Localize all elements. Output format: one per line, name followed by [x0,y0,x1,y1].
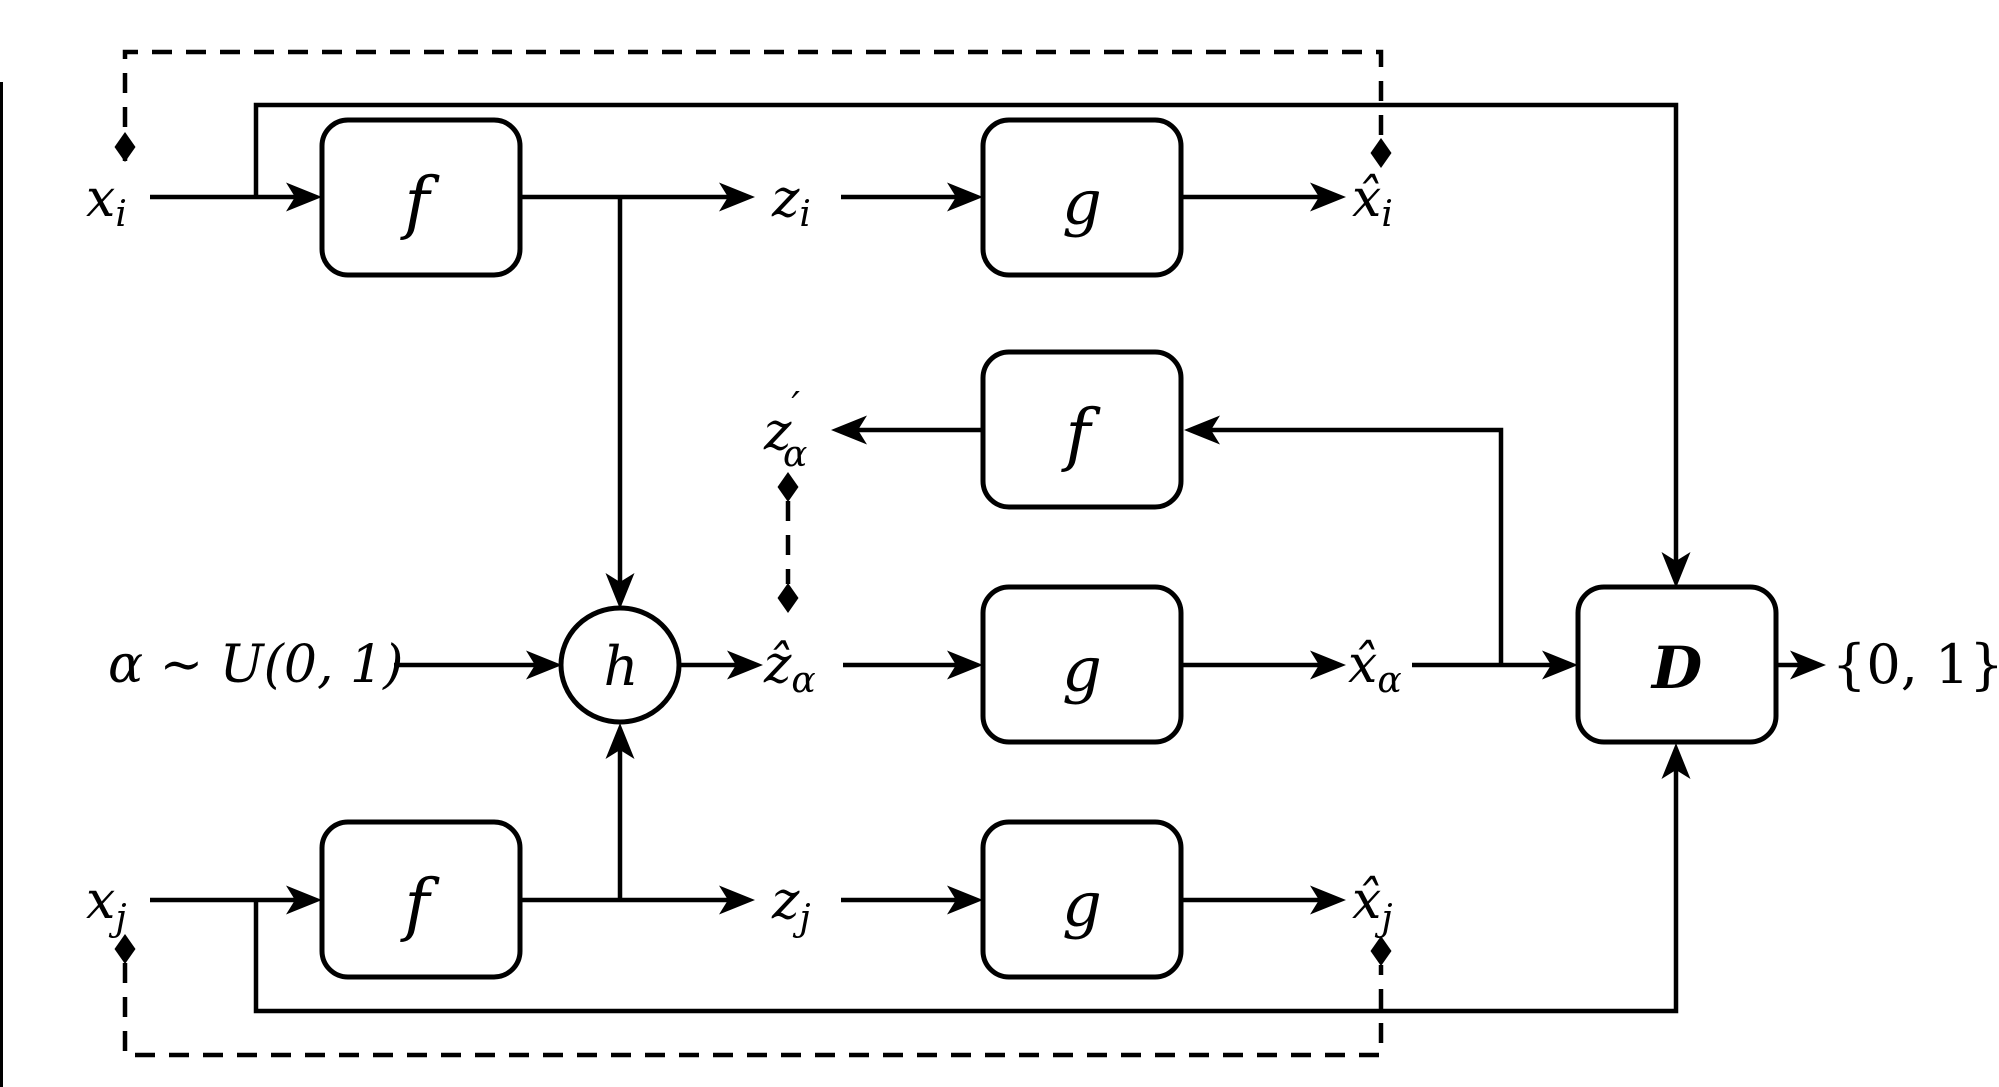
dashed-link-xj-xhatj [122,963,1384,1058]
label-alpha-expression: α ∼ U(0, 1) [108,635,403,695]
wire-xi-branch-to-discriminator-top [253,102,1679,562]
label-x-j-main: x [86,871,115,931]
label-xhat-j: x̂j [1352,871,1393,939]
arrowhead [947,650,983,680]
arrowhead [947,885,983,915]
arrowhead-into-interpolator-left [526,650,562,680]
label-zhat-alpha-sub: α [791,660,815,701]
diamond-endpoint-xi [114,132,136,162]
dashed-link-xi-xhati [122,49,1384,161]
arrowhead-into-output [1790,650,1826,680]
encoder-bottom-box [319,819,523,980]
label-x-i-main: x [86,169,115,229]
label-xhat-alpha-main: x̂ [1348,635,1377,695]
label-z-j: zj [771,871,811,939]
label-xhat-i-main: x̂ [1352,169,1381,229]
arrowhead-into-interpolator-bottom [605,723,635,759]
arrowhead [719,182,755,212]
wire-junction-to-encoder-mid [1210,427,1504,665]
arrowhead-into-encoder-mid [1184,415,1220,445]
label-z-i: zi [771,169,811,235]
encoder-mid-box [980,349,1184,510]
arrowhead [727,650,763,680]
label-z-i-sub: i [799,194,811,235]
label-zhat-alpha-main: ẑ [763,635,792,695]
label-output-set: {0, 1} [1832,633,1999,696]
label-zprime-alpha: z′ α [763,384,807,475]
arrowhead [1310,182,1346,212]
label-z-i-main: z [771,169,800,229]
diamond-endpoint-zhat [777,583,799,613]
label-x-i-sub: i [115,194,127,235]
diamond-endpoint-xhatj [1370,936,1392,966]
label-xhat-i: x̂i [1352,169,1393,235]
interpolator-label: h [604,635,639,698]
interpolator-circle [558,605,682,725]
label-x-j: xj [86,871,127,939]
arrowhead [286,182,322,212]
arrowhead-into-zprime [831,415,867,445]
arrowheads [286,182,1826,915]
arrowhead-into-discriminator-top [1661,552,1691,588]
decoder-mid-label: g [1062,633,1102,706]
discriminator-label: D [1650,634,1702,702]
window-border-left [0,82,3,1087]
encoder-top-box [319,117,523,278]
label-zprime-alpha-sub: α [783,434,807,475]
arrowhead-into-discriminator-bottom [1661,743,1691,779]
wire-xj-branch-to-discriminator-bottom [253,769,1679,1014]
arrowhead [1310,885,1346,915]
diamond-endpoint-zprime [777,472,799,502]
decoder-top-box [980,117,1184,278]
decoder-mid-box [980,584,1184,745]
arrowhead-into-discriminator-left [1542,650,1578,680]
diamond-endpoint-xhati [1370,138,1392,168]
arrowhead [719,885,755,915]
label-zprime-alpha-main: z [763,402,792,462]
label-xhat-i-sub: i [1381,194,1393,235]
decoder-bottom-label: g [1062,868,1102,941]
label-xhat-alpha: x̂α [1348,635,1402,701]
decoder-bottom-box [980,819,1184,980]
arrowhead-into-interpolator-top [605,573,635,609]
label-zprime-alpha-prime: ′ [791,384,800,428]
label-zhat-alpha: ẑα [763,635,816,701]
label-xhat-alpha-sub: α [1377,660,1401,701]
arrowhead [1310,650,1346,680]
diamond-endpoint-xj [114,934,136,964]
label-xhat-j-main: x̂ [1352,871,1381,931]
label-x-i: xi [86,169,127,235]
label-z-j-main: z [771,871,800,931]
discriminator-box [1575,584,1779,745]
arrowhead [286,885,322,915]
arrowhead [947,182,983,212]
decoder-top-label: g [1062,166,1102,239]
